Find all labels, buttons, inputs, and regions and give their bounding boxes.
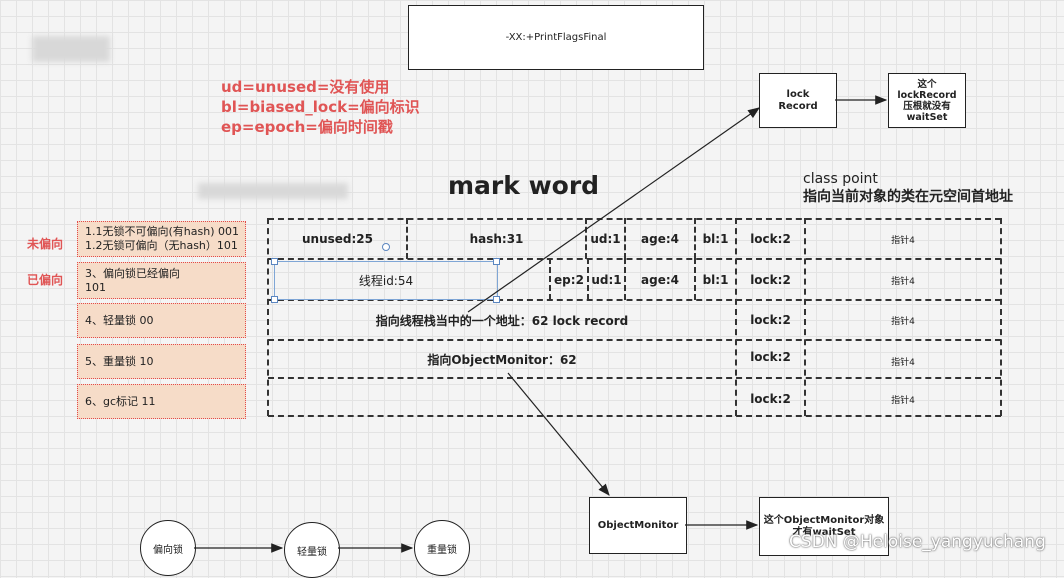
cell-ptr-2: 指针4 (891, 276, 915, 287)
legend-ud: ud=unused=没有使用 (221, 78, 390, 96)
cell-bl-2: bl:1 (702, 273, 729, 287)
monitor-note-line1: 这个ObjectMonitor对象 (763, 514, 885, 526)
monitor-note-line2: 才有waitSet (792, 526, 856, 538)
cell-thread-id: 线程id:54 (358, 273, 414, 288)
cell-ud-1: ud:1 (590, 232, 621, 246)
side-label-unbiased: 未偏向 (27, 237, 64, 251)
cell-hash: hash:31 (469, 232, 524, 246)
note-line3: 压根就没有 (903, 100, 951, 112)
object-monitor-box: ObjectMonitor (589, 497, 687, 554)
object-monitor-note: 这个ObjectMonitor对象 才有waitSet (759, 497, 889, 556)
cell-age-2: age:4 (641, 273, 679, 287)
class-point-line2: 指向当前对象的类在元空间首地址 (803, 189, 1013, 205)
cell-lock-1: lock:2 (750, 232, 791, 246)
cell-ep: ep:2 (554, 273, 584, 287)
state-1-line2: 1.2无锁可偏向（无hash）101 (85, 239, 238, 252)
cell-ptr-5: 指针4 (891, 395, 915, 406)
class-point-label: class point 指向当前对象的类在元空间首地址 (803, 170, 1013, 206)
page-title: mark word (448, 171, 600, 200)
selection-handle (493, 258, 500, 265)
legend-ep: ep=epoch=偏向时间戳 (221, 118, 393, 136)
side-label-biased: 已偏向 (27, 273, 64, 287)
cell-ptr-4: 指针4 (891, 357, 915, 368)
watermark: CSDN @Heloise_yangyuchang (789, 532, 1046, 552)
rotate-handle (382, 243, 390, 251)
arrow-to-lock-record (467, 107, 760, 313)
cell-bl-1: bl:1 (702, 232, 729, 246)
blurred-text (198, 183, 348, 199)
state-gc: 6、gc标记 11 (77, 384, 246, 419)
connector-arrows (194, 95, 888, 553)
note-line1: 这个 (917, 78, 937, 90)
cell-lock-record-pointer: 指向线程栈当中的一个地址：62 lock record (375, 313, 629, 328)
selection-handle (493, 296, 500, 303)
state-3-line1: 3、偏向锁已经偏向 (85, 266, 180, 280)
print-flags-box: -XX:+PrintFlagsFinal (408, 5, 704, 70)
cell-ud-2: ud:1 (591, 273, 622, 287)
state-4-line1: 4、轻量锁 00 (85, 313, 154, 327)
legend-bl: bl=biased_lock=偏向标识 (221, 98, 420, 116)
print-flags-text: -XX:+PrintFlagsFinal (505, 31, 607, 43)
lock-record-line2: Record (778, 100, 818, 112)
state-unlocked: 1.1无锁不可偏向(有hash) 001 1.2无锁可偏向（无hash）101 (77, 221, 246, 257)
blurred-logo (32, 36, 110, 62)
state-light: 4、轻量锁 00 (77, 303, 246, 338)
arrow-to-object-monitor (507, 372, 610, 496)
class-point-line1: class point (803, 171, 878, 187)
selection-box (274, 261, 498, 300)
state-heavy: 5、重量锁 10 (77, 344, 246, 379)
selection-handle (271, 296, 278, 303)
legend: ud=unused=没有使用 bl=biased_lock=偏向标识 ep=ep… (221, 77, 420, 137)
cell-ptr-1: 指针4 (891, 235, 915, 246)
cell-lock-3: lock:2 (750, 313, 791, 327)
note-line2: lockRecord (897, 89, 957, 101)
cell-lock-4: lock:2 (750, 350, 791, 364)
cell-lock-2: lock:2 (750, 273, 791, 287)
lock-record-box: lock Record (759, 73, 837, 128)
cell-ptr-3: 指针4 (891, 316, 915, 327)
lock-record-line1: lock (786, 88, 810, 100)
state-6-line1: 6、gc标记 11 (85, 394, 156, 408)
cell-lock-5: lock:2 (750, 392, 791, 406)
cell-age-1: age:4 (641, 232, 679, 246)
state-5-line1: 5、重量锁 10 (85, 354, 154, 368)
state-3-line2: 101 (85, 280, 106, 294)
object-monitor-text: ObjectMonitor (597, 519, 679, 531)
cell-monitor-pointer: 指向ObjectMonitor：62 (427, 352, 577, 367)
state-1-line1: 1.1无锁不可偏向(有hash) 001 (85, 225, 239, 238)
lock-record-note: 这个 lockRecord 压根就没有 waitSet (888, 73, 966, 128)
cell-unused: unused:25 (302, 232, 373, 246)
selection-handle (271, 258, 278, 265)
state-biased: 3、偏向锁已经偏向 101 (77, 262, 246, 299)
note-line4: waitSet (906, 111, 948, 123)
